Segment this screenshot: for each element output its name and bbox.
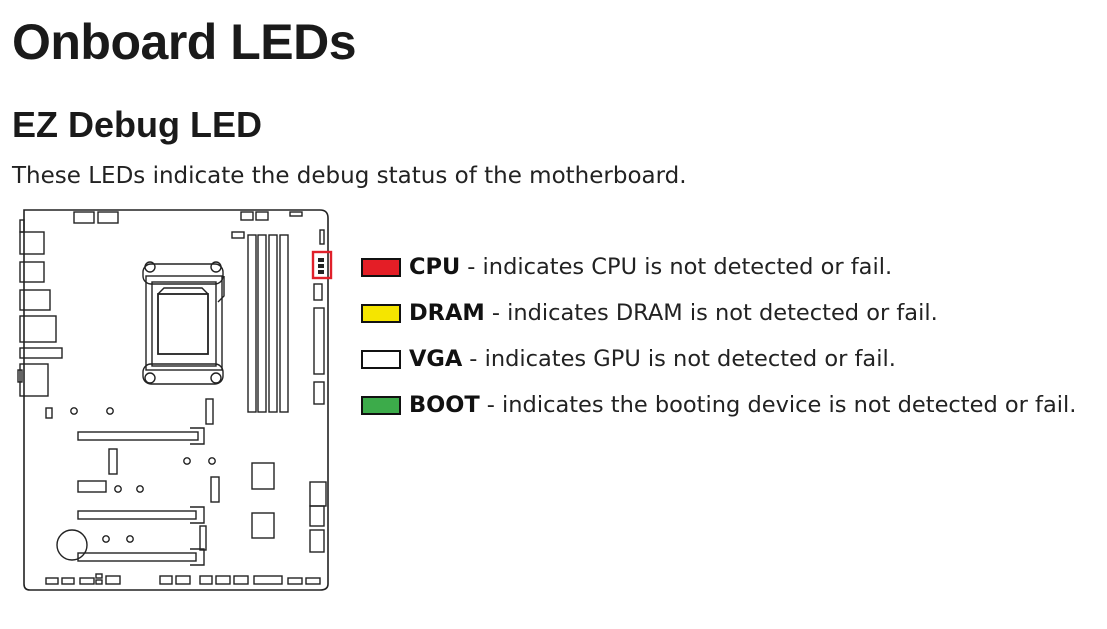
led-swatch-cpu [361,257,401,277]
led-description: - indicates DRAM is not detected or fail… [491,300,938,326]
motherboard-diagram [14,206,336,596]
intro-text: These LEDs indicate the debug status of … [12,163,687,189]
legend-item-dram: DRAM - indicates DRAM is not detected or… [361,298,1101,328]
legend-item-cpu: CPU - indicates CPU is not detected or f… [361,252,1101,282]
led-name: DRAM [409,300,485,326]
legend-item-vga: VGA - indicates GPU is not detected or f… [361,344,1101,374]
led-name: VGA [409,346,463,372]
led-swatch-boot [361,395,401,415]
led-legend: CPU - indicates CPU is not detected or f… [361,252,1101,436]
led-swatch-dram [361,303,401,323]
led-description: - indicates CPU is not detected or fail. [467,254,893,280]
led-description: - indicates the booting device is not de… [486,392,1077,418]
led-name: CPU [409,254,461,280]
led-swatch-vga [361,349,401,369]
section-title: EZ Debug LED [12,104,262,145]
legend-item-boot: BOOT - indicates the booting device is n… [361,390,1101,420]
page-title: Onboard LEDs [12,14,357,70]
led-description: - indicates GPU is not detected or fail. [469,346,896,372]
led-name: BOOT [409,392,480,418]
